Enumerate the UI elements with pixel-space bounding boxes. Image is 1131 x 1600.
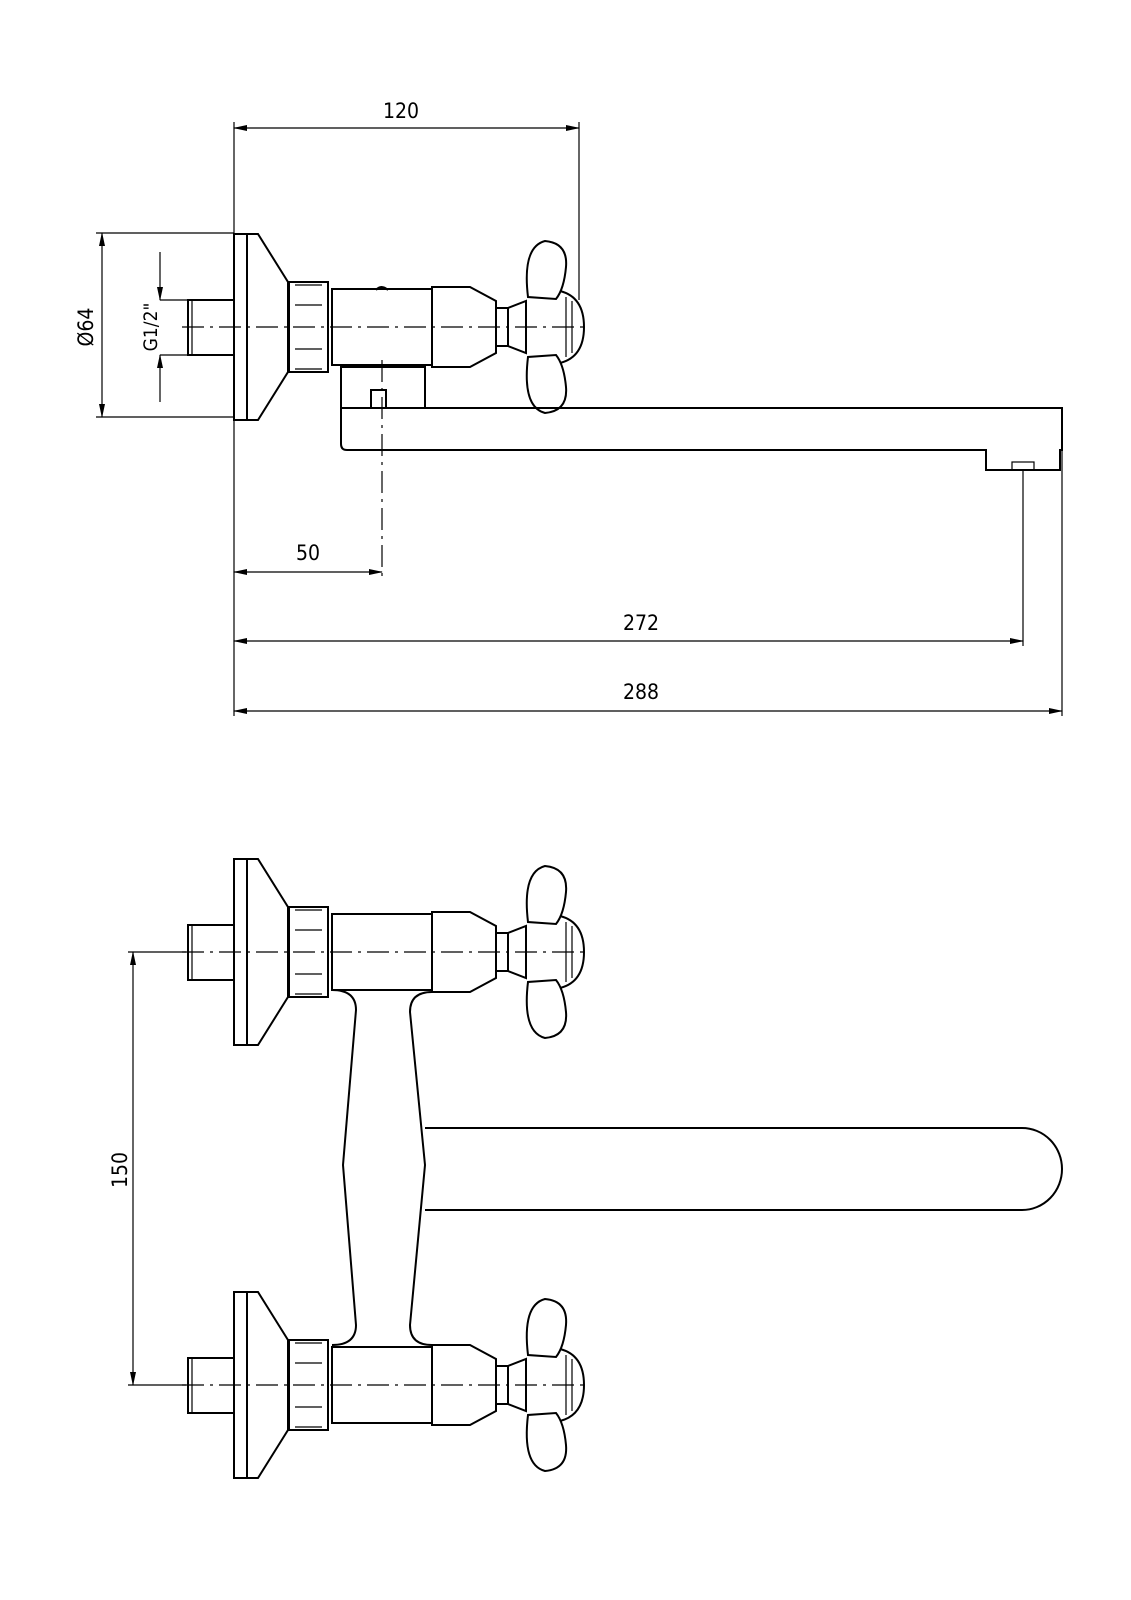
spout-side	[340, 407, 1063, 471]
base-square	[370, 389, 387, 409]
ext-lines-150	[128, 951, 186, 1386]
ext-lines-120	[233, 122, 580, 300]
dim-label-288: 288	[623, 680, 659, 704]
body-right-edge	[408, 991, 433, 1346]
body-bump	[375, 286, 389, 291]
dim-label-diameter: Ø64	[74, 308, 98, 347]
ext-lines-thread	[160, 299, 188, 356]
side-view: 120 Ø64 G1/2" 50 272 288	[74, 99, 1063, 716]
top-view: 150	[108, 858, 1063, 1479]
dim-label-120: 120	[383, 99, 419, 123]
dim-label-50: 50	[296, 541, 320, 565]
dim-label-thread: G1/2"	[140, 303, 162, 352]
valve-body-side	[181, 233, 587, 421]
valve-upper	[181, 858, 587, 1046]
valve-lower	[181, 1291, 587, 1479]
dim-label-150: 150	[108, 1152, 132, 1188]
aerator	[1011, 461, 1035, 471]
ext-lines-diameter	[96, 232, 234, 418]
dim-label-272: 272	[623, 611, 659, 635]
body-left-edge	[331, 989, 358, 1346]
spout-base-block	[340, 366, 426, 409]
ext-lines-horizontal	[233, 418, 1063, 716]
spout-top	[425, 1127, 1063, 1211]
